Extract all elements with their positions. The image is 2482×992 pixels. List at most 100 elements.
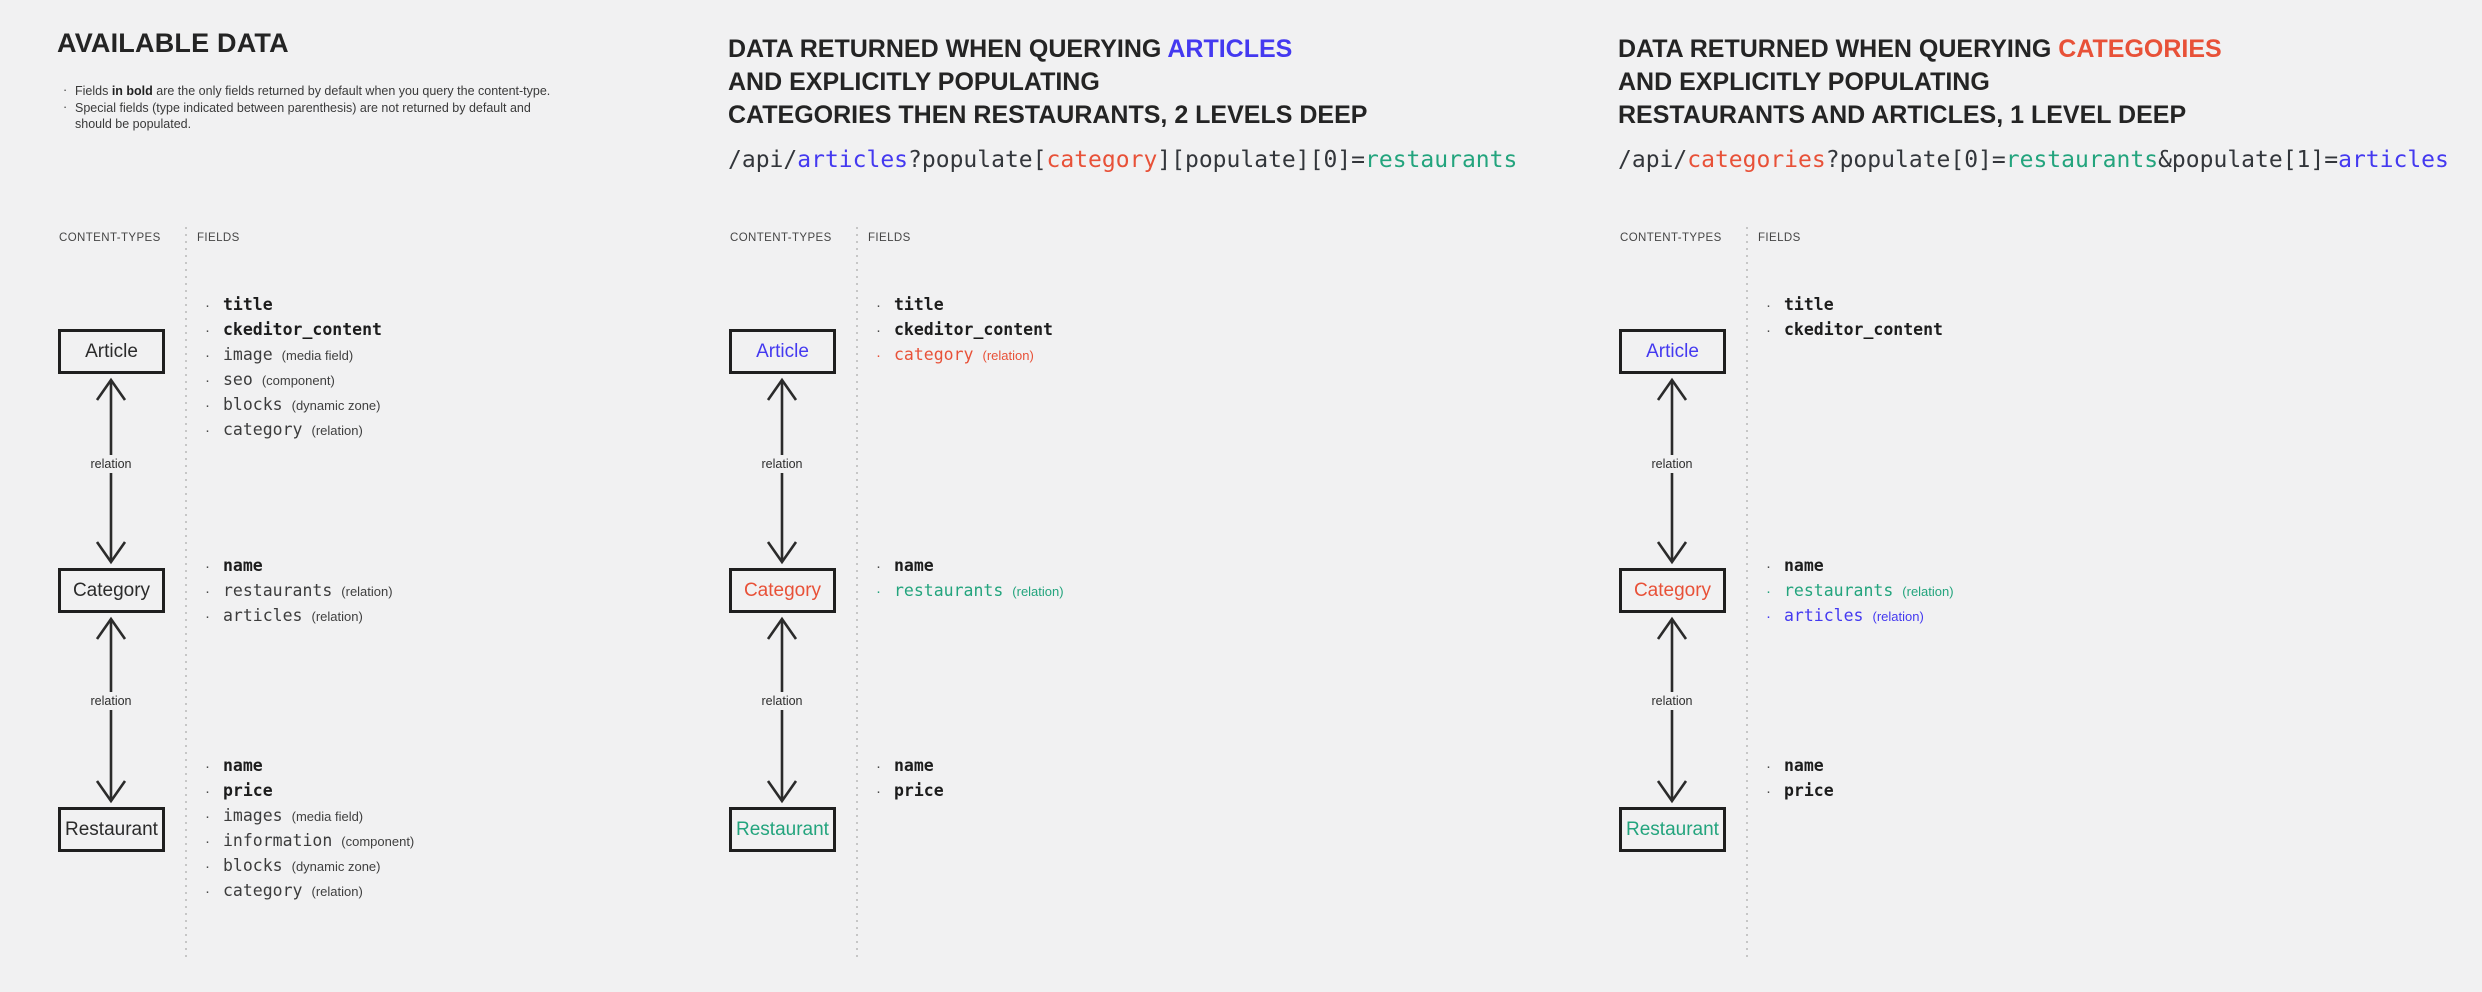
field-item: · ckeditor_content — [1766, 317, 2326, 342]
bullet-icon: · — [876, 297, 881, 314]
field-type: (component) — [261, 373, 335, 388]
field-name: articles — [1784, 606, 1864, 625]
field-type: (relation) — [311, 884, 363, 899]
field-name: ckeditor_content — [223, 320, 382, 339]
field-name: title — [894, 295, 944, 314]
category-box-label: Category — [743, 579, 822, 601]
field-item: · ckeditor_content — [876, 317, 1436, 342]
field-item: · name — [205, 553, 765, 578]
field-item: ·name — [205, 753, 765, 778]
relation-label: relation — [1648, 692, 1696, 710]
field-item: ·category(relation) — [205, 878, 765, 903]
relation-label: relation — [758, 692, 806, 710]
bullet-icon: · — [205, 883, 210, 900]
bullet-icon: · — [63, 83, 68, 97]
field-name: name — [894, 556, 934, 575]
field-item: · price — [876, 778, 1436, 803]
field-name: name — [223, 756, 263, 775]
article-box-label: Article — [756, 340, 809, 362]
field-name: name — [1784, 756, 1824, 775]
bullet-icon: · — [876, 783, 881, 800]
field-name: name — [223, 556, 263, 575]
bullet-icon: · — [1766, 558, 1771, 575]
bullet-icon: · — [876, 583, 881, 600]
field-type: (relation) — [311, 423, 363, 438]
bullet-icon: · — [205, 783, 210, 800]
field-item: ·restaurants(relation) — [876, 578, 1436, 603]
article-field-list: ·title ·ckeditor_content ·category(relat… — [876, 292, 1436, 367]
field-name: category — [223, 420, 303, 439]
category-box: Category — [729, 568, 836, 613]
article-field-list: ·title · ckeditor_content — [1766, 292, 2326, 342]
restaurant-box-label: Restaurant — [736, 818, 829, 840]
relation-arrow — [766, 616, 798, 804]
field-name: name — [894, 756, 934, 775]
field-name: price — [894, 781, 944, 800]
highlighted-word: CATEGORIES — [2058, 35, 2222, 63]
field-name: restaurants — [223, 581, 333, 600]
field-name: ckeditor_content — [1784, 320, 1943, 339]
category-box-label: Category — [72, 579, 151, 601]
bullet-icon: · — [876, 347, 881, 364]
article-box-label: Article — [85, 340, 138, 362]
panel-title: AVAILABLE DATA — [57, 28, 289, 58]
bullet-icon: · — [205, 858, 210, 875]
bullet-icon: · — [205, 397, 210, 414]
field-item: ·image(media field) — [205, 342, 765, 367]
category-box: Category — [1619, 568, 1726, 613]
bullet-icon: · — [1766, 322, 1771, 339]
article-box-label: Article — [1646, 340, 1699, 362]
bullet-icon: · — [876, 322, 881, 339]
field-type: (relation) — [341, 584, 393, 599]
content-types-label: CONTENT-TYPES — [730, 232, 832, 244]
relation-arrow — [1656, 616, 1688, 804]
field-name: restaurants — [1784, 581, 1894, 600]
field-name: seo — [223, 370, 253, 389]
field-item: · blocks (dynamic zone) — [205, 392, 765, 417]
category-field-list: ·name ·restaurants(relation) ·articles(r… — [1766, 553, 2326, 628]
category-field-list: ·name ·restaurants(relation) ·articles(r… — [205, 553, 765, 628]
api-url: /api/articles?populate[category][populat… — [728, 147, 1518, 173]
bullet-icon: · — [205, 833, 210, 850]
bullet-icon: · — [1766, 783, 1771, 800]
restaurant-box-label: Restaurant — [1626, 818, 1719, 840]
field-name: blocks — [223, 395, 283, 414]
bullet-icon: · — [205, 297, 210, 314]
content-types-label: CONTENT-TYPES — [1620, 232, 1722, 244]
bullet-icon: · — [1766, 583, 1771, 600]
relation-label: relation — [758, 455, 806, 473]
field-type: (dynamic zone) — [291, 398, 381, 413]
panel-available-data: AVAILABLE DATA · Fields in bold are the … — [57, 0, 707, 992]
note-item: · Fields in bold are the only fields ret… — [61, 83, 571, 100]
restaurant-field-list: ·name ·price ·images(media field) ·infor… — [205, 753, 765, 903]
field-name: title — [1784, 295, 1834, 314]
field-name: ckeditor_content — [894, 320, 1053, 339]
field-name: price — [1784, 781, 1834, 800]
restaurant-field-list: · name · price — [876, 753, 1436, 803]
field-type: (relation) — [1902, 584, 1954, 599]
bullet-icon: · — [1766, 758, 1771, 775]
content-types-label: CONTENT-TYPES — [59, 232, 161, 244]
bullet-icon: · — [876, 558, 881, 575]
field-name: information — [223, 831, 333, 850]
column-divider — [185, 227, 187, 958]
restaurant-field-list: · name · price — [1766, 753, 2326, 803]
fields-label: FIELDS — [868, 232, 911, 244]
bullet-icon: · — [205, 558, 210, 575]
bullet-icon: · — [205, 608, 210, 625]
field-type: (relation) — [982, 348, 1034, 363]
note-text: Special fields (type indicated between p… — [75, 100, 531, 132]
field-item: ·title — [1766, 292, 2326, 317]
article-box: Article — [58, 329, 165, 374]
note-item: · Special fields (type indicated between… — [61, 100, 571, 133]
field-item: ·title — [205, 292, 765, 317]
field-type: (component) — [341, 834, 415, 849]
fields-label: FIELDS — [1758, 232, 1801, 244]
field-item: · name — [1766, 753, 2326, 778]
field-item: ·name — [1766, 553, 2326, 578]
bullet-icon: · — [876, 758, 881, 775]
relation-label: relation — [87, 455, 135, 473]
